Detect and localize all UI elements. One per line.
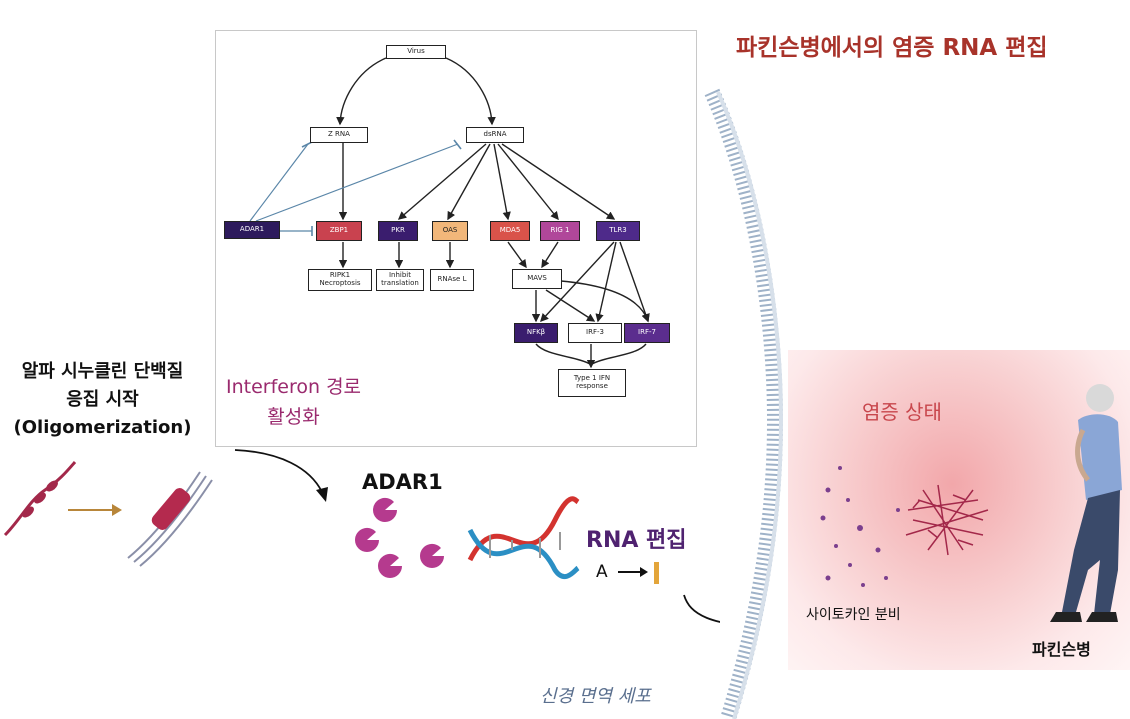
node-zbp1: ZBP1 [316, 221, 362, 241]
node-rnase-l: RNAse L [430, 269, 474, 291]
alpha-synuclein-label: 알파 시누클린 단백질 응집 시작 (Oligomerization) [0, 358, 205, 442]
node-dsrna: dsRNA [466, 127, 524, 143]
rna-helix-icon [467, 496, 580, 579]
curved-arrow-to-membrane-icon [683, 594, 720, 623]
cytokine-dots-icon [820, 466, 900, 587]
node-mda5: MDA5 [490, 221, 530, 241]
left-label-line2: 응집 시작 [66, 389, 139, 410]
node-pkr: PKR [378, 221, 418, 241]
node-adar1: ADAR1 [224, 221, 280, 239]
node-ripk1-necroptosis: RIPK1 Necroptosis [308, 269, 372, 291]
node-z-rna: Z RNA [310, 127, 368, 143]
parkinson-label: 파킨슨병 [1032, 640, 1091, 659]
aggregation-arrow-icon [68, 504, 122, 516]
inosine-mark [654, 562, 659, 584]
inflammation-state-label: 염증 상태 [862, 400, 942, 424]
node-irf3: IRF-3 [568, 323, 622, 343]
node-virus: Virus [386, 45, 446, 59]
adar1-label: ADAR1 [362, 470, 443, 494]
a-to-i-arrow-icon [618, 567, 648, 577]
synuclein-oligomer-icon [127, 471, 213, 567]
node-nfkb: NFKβ [514, 323, 558, 343]
inflammation-illustration [820, 384, 1122, 622]
rna-editing-label: RNA 편집 [586, 528, 687, 553]
interferon-pathway-diagram: Virus Z RNA dsRNA ADAR1 ZBP1 PKR OAS MDA… [215, 30, 697, 447]
membrane-heads-outer [704, 88, 784, 719]
figure-title: 파킨슨병에서의 염증 RNA 편집 [736, 35, 1048, 61]
left-label-line1: 알파 시누클린 단백질 [21, 361, 184, 382]
interferon-activation-label: Interferon 경로 활성화 [226, 372, 361, 432]
adenosine-label: A [596, 562, 608, 582]
node-oas: OAS [432, 221, 468, 241]
neuroimmune-cell-label: 신경 면역 세포 [540, 686, 651, 707]
node-rig1: RIG 1 [540, 221, 580, 241]
membrane-tails [716, 91, 784, 719]
curved-arrow-to-adar1-icon [234, 449, 328, 502]
node-inhibit-translation: Inhibit translation [376, 269, 424, 291]
node-type1-ifn-response: Type 1 IFN response [558, 369, 626, 397]
node-tlr3: TLR3 [596, 221, 640, 241]
elderly-man-icon [1050, 384, 1122, 622]
illustration-layer [3, 449, 720, 623]
adar1-protein-icon [354, 497, 444, 578]
cytokine-secretion-label: 사이토카인 분비 [806, 607, 901, 623]
protein-aggregate-icon [905, 484, 989, 556]
interferon-label-line2: 활성화 [267, 406, 320, 428]
node-mavs: MAVS [512, 269, 562, 289]
synuclein-monomer-icon [3, 461, 77, 537]
pathway-arrows [249, 57, 650, 369]
node-irf7: IRF-7 [624, 323, 670, 343]
left-label-line3: (Oligomerization) [13, 417, 192, 438]
interferon-label-line1: Interferon 경로 [226, 376, 362, 398]
